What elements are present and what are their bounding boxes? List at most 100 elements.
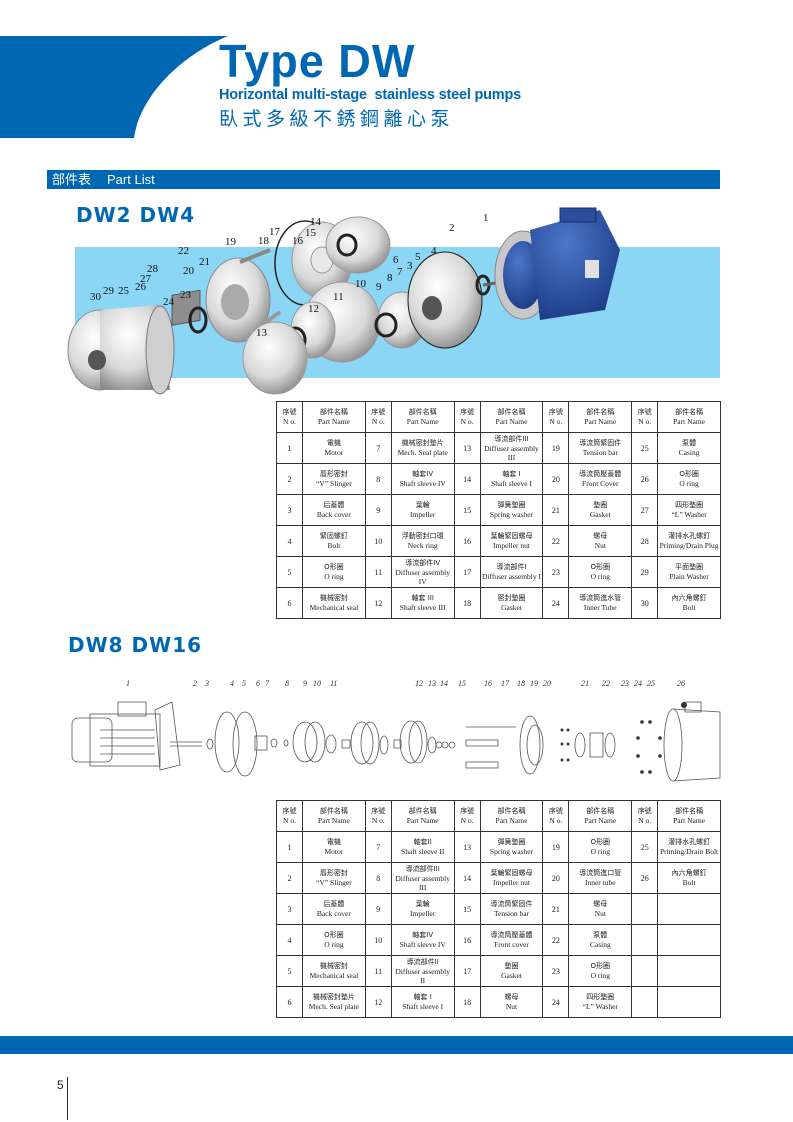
header-label-cn: 序號 bbox=[548, 807, 563, 815]
part-number-cell: 9 bbox=[364, 494, 392, 526]
part-name-cn: 軸套IV bbox=[412, 931, 434, 939]
part-name-en: Front cover bbox=[494, 940, 529, 949]
part-number-cell: 17 bbox=[453, 955, 481, 987]
part-name-en: Diffuser assembly III bbox=[395, 873, 451, 892]
svg-text:4: 4 bbox=[431, 245, 437, 257]
part-number-cell bbox=[631, 924, 659, 956]
svg-text:29: 29 bbox=[103, 285, 115, 297]
svg-text:6: 6 bbox=[393, 254, 399, 266]
part-name-en: Shaft sleeve II bbox=[401, 847, 445, 856]
part-name-cn: 導流筒進水管 bbox=[579, 594, 622, 602]
header-label-en: N o. bbox=[283, 417, 296, 426]
part-name-cn: 導流筒壓蓋體 bbox=[490, 931, 533, 939]
part-name-cn: 葉輪緊固螺母 bbox=[490, 869, 533, 877]
part-name-en: O ring bbox=[324, 940, 344, 949]
part-name-cn: 軸套 I bbox=[413, 993, 432, 1001]
part-name-cn: 墊圈 bbox=[504, 962, 519, 970]
part-name-cn: O形圈 bbox=[590, 838, 611, 846]
part-number-cell: 17 bbox=[453, 556, 481, 588]
part-number-cell bbox=[631, 986, 659, 1018]
page-number-rule bbox=[67, 1077, 68, 1120]
part-name-en: Impeller bbox=[409, 909, 436, 918]
svg-text:13: 13 bbox=[428, 679, 436, 688]
model-heading-dw2-dw4: DW2 DW4 bbox=[76, 203, 196, 227]
header-label-en: Part Name bbox=[317, 816, 350, 825]
motor-illustration bbox=[482, 207, 620, 320]
header-label-en: Part Name bbox=[406, 816, 439, 825]
part-name-en: Gasket bbox=[501, 971, 522, 980]
svg-text:11: 11 bbox=[330, 679, 337, 688]
part-number-cell bbox=[631, 893, 659, 925]
part-number-cell: 5 bbox=[276, 556, 303, 588]
svg-text:23: 23 bbox=[180, 289, 192, 301]
part-number-cell: 10 bbox=[364, 525, 392, 557]
part-number-cell: 22 bbox=[542, 924, 570, 956]
part-name-cn: 軸套 I bbox=[502, 470, 521, 478]
part-name-cn: 四形墊圈 bbox=[586, 993, 615, 1001]
header-label-cn: 部件名稱 bbox=[497, 408, 526, 416]
svg-text:10: 10 bbox=[355, 278, 367, 290]
header-label-cn: 序號 bbox=[282, 807, 297, 815]
header-label-en: Part Name bbox=[673, 816, 706, 825]
header-label-cn: 部件名稱 bbox=[408, 408, 437, 416]
part-name-en: Gasket bbox=[501, 603, 522, 612]
part-name-cn: 灌排水孔螺釘 bbox=[668, 838, 711, 846]
header-label-en: Part Name bbox=[495, 816, 528, 825]
part-number-cell: 14 bbox=[453, 463, 481, 495]
part-name-cn: O形圈 bbox=[324, 931, 344, 939]
part-number-cell: 9 bbox=[364, 893, 392, 925]
part-name-en: Shaft sleeve I bbox=[402, 1002, 444, 1011]
header-label-en: N o. bbox=[638, 417, 652, 426]
part-number-cell: 20 bbox=[542, 862, 570, 894]
header-label-en: Part Name bbox=[584, 417, 617, 426]
header-label-cn: 序號 bbox=[460, 807, 475, 815]
part-name-cn: 內六角螺釘 bbox=[671, 869, 707, 877]
part-name-en: O ring bbox=[679, 479, 699, 488]
part-number-cell: 7 bbox=[364, 831, 392, 863]
svg-text:21: 21 bbox=[581, 679, 589, 688]
header-label-en: Part Name bbox=[584, 816, 617, 825]
part-name-en: Back cover bbox=[316, 510, 351, 519]
part-name-cell: 四形墊圈“L” Washer bbox=[657, 494, 721, 526]
header-label-cn: 部件名稱 bbox=[497, 807, 526, 815]
part-name-cn: 導流部件IV bbox=[405, 558, 441, 567]
part-name-en: “L” Washer bbox=[671, 510, 707, 519]
header-label-en: Part Name bbox=[406, 417, 439, 426]
part-name-en: Nut bbox=[594, 541, 606, 550]
part-name-cell bbox=[657, 986, 721, 1018]
svg-text:12: 12 bbox=[415, 679, 423, 688]
part-name-cn: 螺母 bbox=[593, 532, 608, 540]
part-number-cell: 15 bbox=[453, 494, 481, 526]
part-number-cell: 3 bbox=[276, 494, 303, 526]
part-name-cn: 唇形密封 bbox=[319, 470, 348, 478]
svg-text:16: 16 bbox=[292, 235, 304, 247]
part-number-cell: 2 bbox=[276, 463, 303, 495]
part-number-cell: 28 bbox=[631, 525, 659, 557]
svg-text:18: 18 bbox=[258, 235, 270, 247]
part-name-cn: 彈簧墊圈 bbox=[497, 838, 526, 846]
part-name-cn: 導流筒緊固件 bbox=[490, 900, 533, 908]
svg-text:2: 2 bbox=[449, 222, 455, 234]
